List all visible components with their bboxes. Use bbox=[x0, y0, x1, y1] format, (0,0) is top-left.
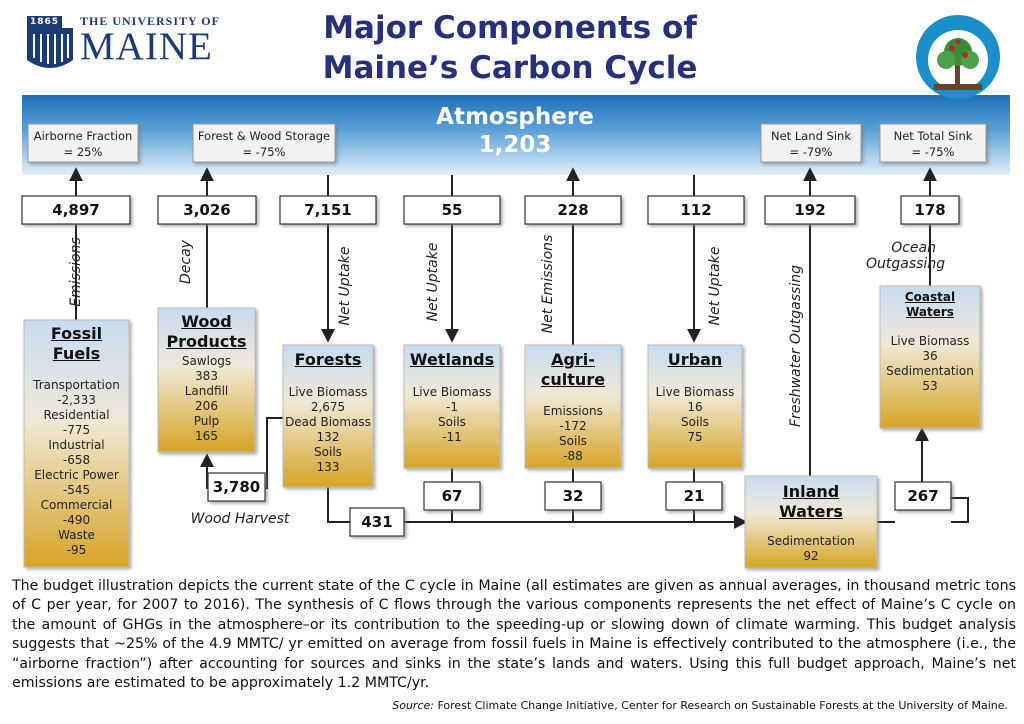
flow-box-forests-inland bbox=[349, 507, 405, 537]
label-net-uptake-wetlands: Net Uptake bbox=[425, 242, 441, 322]
flow-box-freshwater bbox=[764, 195, 856, 225]
flow-box-urban bbox=[647, 195, 745, 225]
label-freshwater-outgassing: Freshwater Outgassing bbox=[788, 265, 804, 428]
flow-box-fossil bbox=[21, 195, 131, 225]
label-net-uptake-forests: Net Uptake bbox=[337, 246, 353, 326]
flow-value-wood-harvest: 3,780 bbox=[212, 478, 261, 496]
component-box-forests bbox=[282, 344, 374, 488]
flow-box-agri-bottom bbox=[544, 481, 602, 511]
flow-value-forests: 7,151 bbox=[304, 201, 352, 219]
flow-box-wetlands-bottom bbox=[423, 481, 481, 511]
flow-box-urban-bottom bbox=[665, 481, 723, 511]
logo-year: 1865 bbox=[27, 16, 63, 28]
flow-value-fossil: 4,897 bbox=[52, 201, 100, 219]
flow-box-wetlands bbox=[403, 195, 501, 225]
atmosphere-label: Atmosphere bbox=[436, 104, 594, 130]
flow-value-wood: 3,026 bbox=[183, 201, 231, 219]
flow-value-agriculture: 228 bbox=[557, 201, 589, 219]
component-box-agriculture bbox=[524, 344, 622, 469]
component-box-wood bbox=[157, 307, 256, 453]
atmosphere-value: 1,203 bbox=[478, 132, 552, 158]
flow-value-urban: 112 bbox=[680, 201, 712, 219]
label-net-emissions: Net Emissions bbox=[540, 234, 556, 334]
flow-value-urban-bottom: 21 bbox=[683, 487, 705, 505]
carbon-cycle-diagram bbox=[21, 15, 1010, 569]
component-box-fossil bbox=[23, 319, 130, 568]
component-fossil-fuels: Fossil Fuels Transportation-2,333 Reside… bbox=[33, 324, 120, 557]
label-wood-harvest: Wood Harvest bbox=[190, 511, 290, 527]
flow-value-agri-bottom: 32 bbox=[562, 487, 584, 505]
stat-box-net-land bbox=[760, 123, 862, 163]
component-box-wetlands bbox=[403, 344, 501, 469]
flow-value-inland-coastal: 267 bbox=[907, 487, 939, 505]
flow-box-wood bbox=[157, 195, 257, 225]
page-title: Major Components of Maine’s Carbon Cycle bbox=[322, 10, 698, 86]
logo-maine-wordmark: MAINE bbox=[80, 25, 213, 68]
label-net-uptake-urban: Net Uptake bbox=[707, 246, 723, 326]
flow-value-ocean: 178 bbox=[914, 201, 946, 219]
flow-box-agriculture bbox=[524, 195, 622, 225]
flow-value-wetlands: 55 bbox=[441, 201, 463, 219]
stat-box-forest-storage bbox=[192, 123, 336, 163]
component-wetlands: Wetlands Live Biomass-1 Soils-11 bbox=[409, 350, 495, 444]
component-box-urban bbox=[647, 344, 743, 469]
flow-box-inland-coastal bbox=[894, 481, 952, 511]
source-credit: Source: Forest Climate Change Initiative… bbox=[392, 699, 1008, 712]
flow-value-wetlands-bottom: 67 bbox=[441, 487, 463, 505]
university-shield-icon bbox=[27, 28, 73, 68]
flow-box-forests bbox=[279, 195, 377, 225]
stat-net-land: Net Land Sink= -79% bbox=[771, 129, 851, 159]
component-agriculture: Agri- culture Emissions-172 Soils-88 bbox=[540, 350, 606, 463]
label-emissions: Emissions bbox=[68, 237, 84, 307]
stat-forest-storage: Forest & Wood Storage= -75% bbox=[197, 129, 331, 159]
stat-box-airborne bbox=[27, 123, 139, 163]
caption-paragraph: The budget illustration depicts the curr… bbox=[12, 578, 1016, 692]
stat-airborne: Airborne Fraction= 25% bbox=[33, 129, 133, 159]
flow-box-ocean bbox=[900, 195, 960, 225]
component-box-coastal bbox=[879, 285, 981, 429]
forest-climate-badge-icon bbox=[916, 15, 1000, 99]
flow-value-forests-inland: 431 bbox=[361, 513, 393, 531]
stat-net-total: Net Total Sink= -75% bbox=[893, 129, 973, 159]
stat-box-net-total bbox=[879, 123, 987, 163]
flow-value-freshwater: 192 bbox=[794, 201, 826, 219]
label-decay: Decay bbox=[178, 240, 194, 284]
logo-university-label: THE UNIVERSITY OF bbox=[80, 14, 220, 28]
flow-box-wood-harvest bbox=[207, 472, 266, 502]
component-box-inland bbox=[744, 475, 878, 569]
